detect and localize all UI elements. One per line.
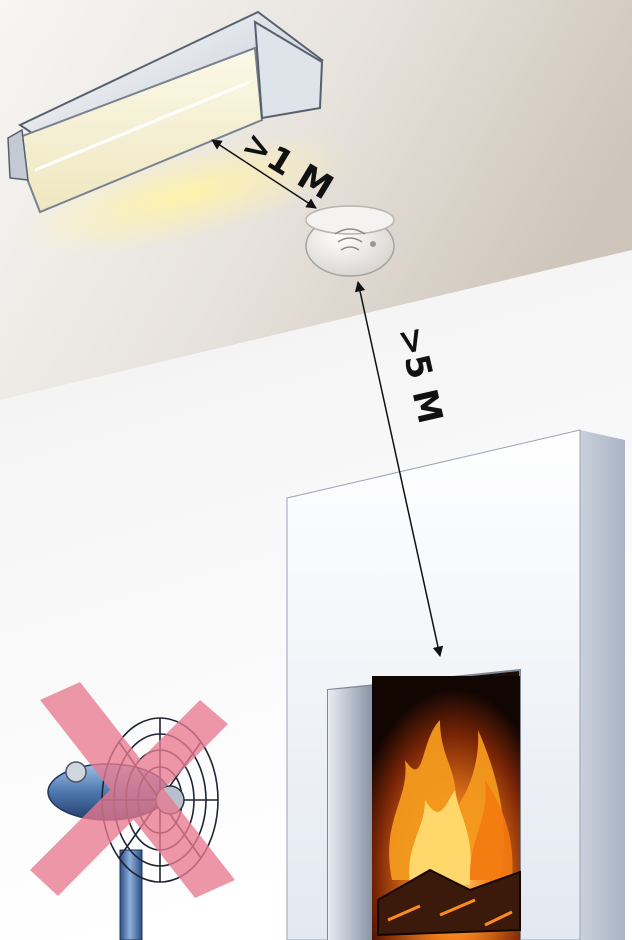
fan-pole: [119, 849, 143, 940]
cross-out-icon: [30, 682, 235, 898]
detector-led: [370, 241, 376, 247]
cross-stroke-b: [30, 700, 228, 896]
fire-icon: [372, 676, 521, 940]
chimney-side: [580, 430, 625, 940]
flame-inner: [409, 790, 472, 885]
fireplace-icon: [286, 429, 625, 940]
light-end-cap: [253, 20, 324, 120]
smoke-detector-icon: [305, 205, 395, 277]
detector-top: [305, 205, 395, 235]
light-front-face: [10, 46, 264, 214]
fan-knob: [65, 761, 87, 783]
detector-vents: [334, 228, 366, 251]
light-left-cap: [7, 128, 29, 181]
embers: [387, 898, 513, 927]
light-tube: [34, 80, 251, 172]
fire-distance-arrow: [354, 280, 444, 658]
logs: [377, 868, 521, 937]
light-distance-arrow: [211, 139, 317, 209]
fireplace-jamb: [328, 686, 372, 940]
flame-right: [469, 780, 513, 880]
ceiling-light-icon: [7, 10, 356, 256]
